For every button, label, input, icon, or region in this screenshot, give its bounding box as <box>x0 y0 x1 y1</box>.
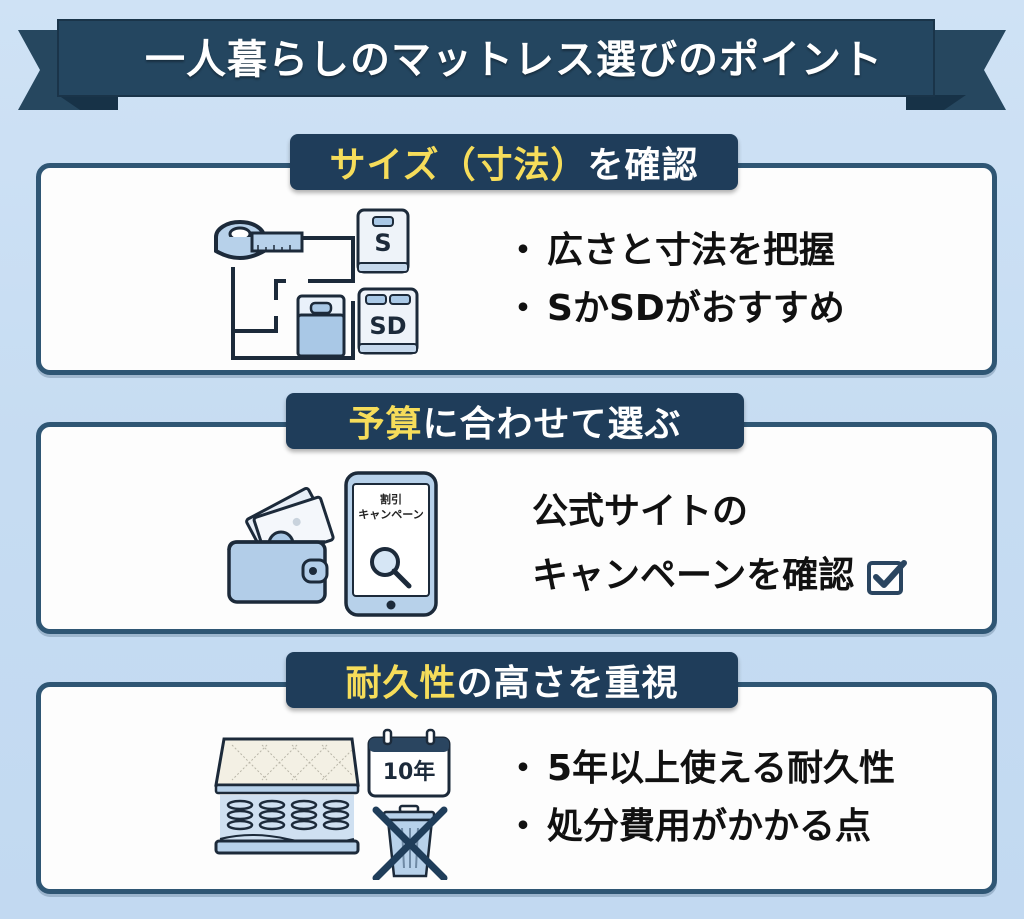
size-s-label: S <box>374 229 392 257</box>
list-item: ・5年以上使える耐久性 <box>505 748 895 789</box>
title-ribbon: 一人暮らしのマットレス選びのポイント <box>0 0 1024 120</box>
section-header-budget: 予算に合わせて選ぶ <box>286 393 744 449</box>
section-header-size: サイズ（寸法）を確認 <box>290 134 738 190</box>
size-s-mattress-icon <box>356 208 410 274</box>
list-item: ・SかSDがおすすめ <box>505 288 845 329</box>
section-header-durability: 耐久性の高さを重視 <box>286 652 738 708</box>
ribbon-shape <box>18 19 1006 110</box>
list-item: ・広さと寸法を把握 <box>505 230 836 271</box>
wallet-icon <box>227 486 335 604</box>
header-text: の高さを重視 <box>456 663 679 704</box>
list-item: ・処分費用がかかる点 <box>505 806 872 847</box>
size-sd-mattress-icon <box>357 287 419 355</box>
budget-text: 公式サイトの キャンペーンを確認 <box>532 480 908 608</box>
phone-screen-text: 割引 キャンペーン <box>358 493 424 521</box>
checkbox-checked-icon <box>867 560 908 595</box>
page-title: 一人暮らしのマットレス選びのポイント <box>145 37 883 83</box>
header-highlight: 耐久性 <box>345 663 457 704</box>
crossed-trash-icon <box>372 804 448 880</box>
header-text: に合わせて選ぶ <box>422 404 682 445</box>
size-sd-label: SD <box>369 312 407 340</box>
size-points-list: ・広さと寸法を把握 ・SかSDがおすすめ <box>505 222 845 338</box>
header-highlight: 予算 <box>348 404 423 445</box>
smartphone-icon <box>344 471 438 617</box>
calendar-label: 10年 <box>382 760 436 785</box>
section-card-durability <box>36 682 997 894</box>
durability-points-list: ・5年以上使える耐久性 ・処分費用がかかる点 <box>505 740 895 856</box>
header-text: を確認 <box>587 145 699 186</box>
header-highlight: サイズ（寸法） <box>329 145 588 186</box>
tape-measure-floor-plan-icon <box>214 220 355 360</box>
spring-mattress-icon <box>214 737 360 855</box>
calendar-icon <box>367 728 451 798</box>
section-card-budget <box>36 422 997 634</box>
